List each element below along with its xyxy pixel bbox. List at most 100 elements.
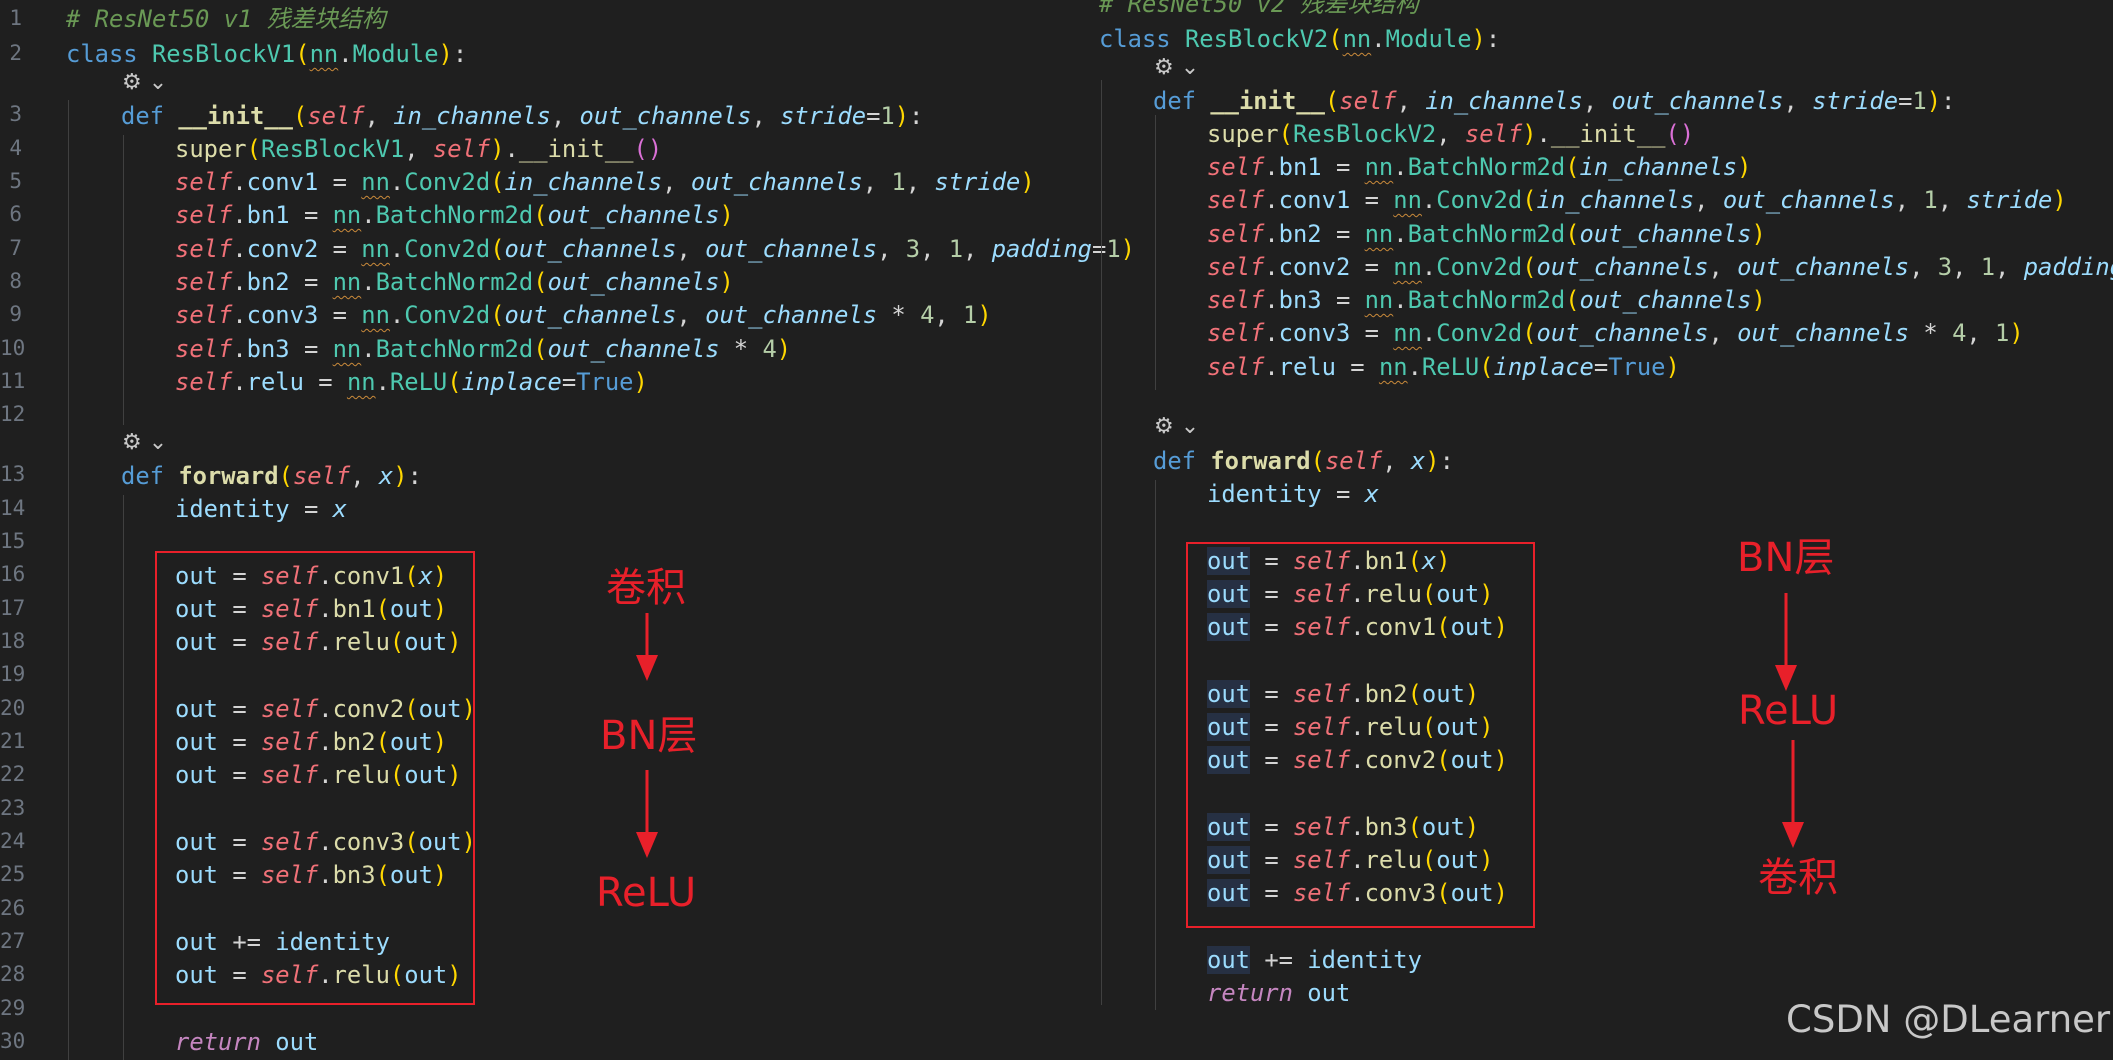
code-line: self.bn1 = nn.BatchNorm2d(out_channels) xyxy=(175,201,734,229)
class-name: ResBlockV1 xyxy=(151,40,296,68)
copilot-icon: ⚙ xyxy=(122,430,142,455)
line-number: 1 xyxy=(9,6,22,30)
code-line: self.bn3 = nn.BatchNorm2d(out_channels *… xyxy=(175,335,792,363)
code-line: out = self.bn3(out) xyxy=(1207,813,1480,841)
line-number: 23 xyxy=(0,796,26,820)
annotation-conv: 卷积 xyxy=(1758,855,1838,901)
code-line: self.bn2 = nn.BatchNorm2d(out_channels) xyxy=(175,268,734,296)
copilot-icon: ⚙ xyxy=(122,70,142,95)
code-line: self.conv2 = nn.Conv2d(out_channels, out… xyxy=(1207,253,2113,281)
line-number: 16 xyxy=(0,562,26,586)
code-line-comment: # ResNet50 v2 残差块结构 xyxy=(1099,0,1419,19)
chevron-down-icon: ⌄ xyxy=(148,70,168,95)
arrow-down-icon xyxy=(636,613,658,681)
code-line: self.bn1 = nn.BatchNorm2d(in_channels) xyxy=(1207,153,1752,181)
line-number: 12 xyxy=(0,402,26,426)
highlight-box xyxy=(155,551,475,1005)
copilot-codelens[interactable]: ⚙ ⌄ xyxy=(122,70,167,95)
annotation-bn: BN层 xyxy=(1737,535,1835,581)
copilot-codelens[interactable]: ⚙ ⌄ xyxy=(1154,414,1199,439)
line-number: 10 xyxy=(0,336,26,360)
code-line: out += identity xyxy=(1207,946,1422,974)
code-line: self.conv3 = nn.Conv2d(out_channels, out… xyxy=(1207,319,2024,347)
line-number: 14 xyxy=(0,496,26,520)
line-number: 2 xyxy=(9,41,22,65)
line-number: 11 xyxy=(0,369,26,393)
line-number: 25 xyxy=(0,862,26,886)
arrow-down-icon xyxy=(636,770,658,858)
line-number: 13 xyxy=(0,462,26,486)
line-number: 20 xyxy=(0,696,26,720)
code-line: def forward(self, x): xyxy=(1153,447,1454,475)
code-line: return out xyxy=(175,1028,319,1056)
line-number: 26 xyxy=(0,896,26,920)
code-line: def __init__(self, in_channels, out_chan… xyxy=(121,102,924,130)
code-line: out = self.bn2(out) xyxy=(175,728,448,756)
code-line: self.bn3 = nn.BatchNorm2d(out_channels) xyxy=(1207,286,1766,314)
chevron-down-icon: ⌄ xyxy=(1180,55,1200,80)
comment-text: # ResNet50 v2 残差块结构 xyxy=(1099,0,1419,18)
line-number: 22 xyxy=(0,762,26,786)
line-number: 17 xyxy=(0,596,26,620)
code-line: out = self.bn2(out) xyxy=(1207,680,1480,708)
line-number: 5 xyxy=(9,169,22,193)
line-number: 27 xyxy=(0,929,26,953)
indent-guide xyxy=(1155,115,1156,390)
code-line: super(ResBlockV2, self).__init__() xyxy=(1207,120,1695,148)
code-line: self.conv3 = nn.Conv2d(out_channels, out… xyxy=(175,301,992,329)
code-line: self.conv1 = nn.Conv2d(in_channels, out_… xyxy=(1207,186,2067,214)
code-line: identity = x xyxy=(175,495,347,523)
line-number: 29 xyxy=(0,996,26,1020)
annotation-relu: ReLU xyxy=(1738,688,1839,734)
code-line: identity = x xyxy=(1207,480,1379,508)
copilot-codelens[interactable]: ⚙ ⌄ xyxy=(122,430,167,455)
line-number: 19 xyxy=(0,662,26,686)
line-number: 6 xyxy=(9,202,22,226)
line-number: 28 xyxy=(0,962,26,986)
code-line: out = self.relu(out) xyxy=(1207,713,1494,741)
arrow-down-icon xyxy=(1775,593,1797,691)
code-line: super(ResBlockV1, self).__init__() xyxy=(175,135,663,163)
code-line: out = self.conv2(out) xyxy=(175,695,476,723)
copilot-icon: ⚙ xyxy=(1154,414,1174,439)
right-code-pane: # ResNet50 v2 残差块结构 class ResBlockV2(nn.… xyxy=(1090,0,2113,1060)
code-line: out = self.relu(out) xyxy=(175,761,462,789)
chevron-down-icon: ⌄ xyxy=(1180,414,1200,439)
code-line: out = self.conv2(out) xyxy=(1207,746,1508,774)
comment-text: # ResNet50 v1 残差块结构 xyxy=(66,5,386,33)
chevron-down-icon: ⌄ xyxy=(148,430,168,455)
code-line: self.relu = nn.ReLU(inplace=True) xyxy=(175,368,648,396)
code-line: out = self.bn3(out) xyxy=(175,861,448,889)
line-number: 4 xyxy=(9,136,22,160)
annotation-conv: 卷积 xyxy=(606,565,686,611)
code-line: return out xyxy=(1207,979,1351,1007)
code-line: out = self.relu(out) xyxy=(1207,580,1494,608)
code-line: out = self.conv3(out) xyxy=(1207,879,1508,907)
annotation-relu: ReLU xyxy=(596,870,697,916)
code-line: out = self.conv1(x) xyxy=(175,562,448,590)
code-line: class ResBlockV2(nn.Module): xyxy=(1099,25,1501,53)
code-line: self.bn2 = nn.BatchNorm2d(out_channels) xyxy=(1207,220,1766,248)
annotation-bn: BN层 xyxy=(600,713,698,759)
line-number: 15 xyxy=(0,529,26,553)
indent-guide xyxy=(123,135,124,425)
line-number: 7 xyxy=(9,236,22,260)
copilot-codelens[interactable]: ⚙ ⌄ xyxy=(1154,55,1199,80)
line-number: 18 xyxy=(0,629,26,653)
copilot-icon: ⚙ xyxy=(1154,55,1174,80)
code-line: self.relu = nn.ReLU(inplace=True) xyxy=(1207,353,1680,381)
line-number: 21 xyxy=(0,729,26,753)
line-number: 8 xyxy=(9,269,22,293)
code-line: out = self.conv3(out) xyxy=(175,828,476,856)
code-line: out = self.conv1(out) xyxy=(1207,613,1508,641)
code-line-comment: # ResNet50 v1 残差块结构 xyxy=(66,4,386,34)
code-line: out += identity xyxy=(175,928,390,956)
code-line: out = self.relu(out) xyxy=(175,961,462,989)
code-line: self.conv1 = nn.Conv2d(in_channels, out_… xyxy=(175,168,1035,196)
code-line: def forward(self, x): xyxy=(121,462,422,490)
left-code-pane: 1 2 3 4 5 6 7 8 9 10 11 12 13 14 15 16 1… xyxy=(0,4,1135,1060)
code-line: out = self.relu(out) xyxy=(175,628,462,656)
watermark: CSDN @DLearner xyxy=(1786,998,2111,1041)
indent-guide xyxy=(68,100,69,1060)
code-line: out = self.relu(out) xyxy=(1207,846,1494,874)
